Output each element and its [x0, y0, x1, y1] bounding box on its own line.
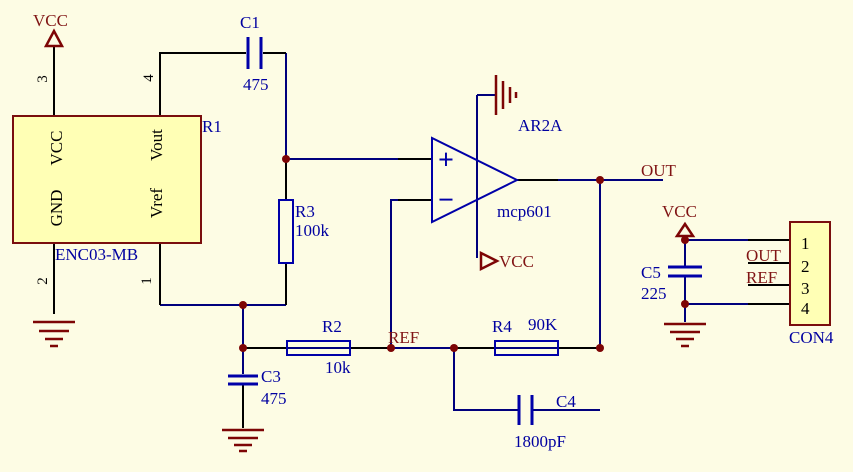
- c5-capacitor-icon: [668, 265, 702, 278]
- junction-dot: [450, 344, 458, 352]
- gnd-symbol-c3-icon: [222, 428, 264, 453]
- sensor-pin-name-vout: Vout: [147, 129, 166, 161]
- r3-resistor-icon: [278, 199, 294, 264]
- r4-value: 90K: [528, 315, 558, 334]
- junction-dot: [282, 155, 290, 163]
- connector-designator: CON4: [789, 328, 834, 347]
- junction-dot: [681, 300, 689, 308]
- vcc-arrow-sensor-icon: [43, 28, 65, 48]
- junction-dot: [596, 176, 604, 184]
- out-net-label: OUT: [641, 161, 677, 180]
- r3-value: 100k: [295, 221, 330, 240]
- sensor-pin-name-vcc: VCC: [47, 131, 66, 166]
- junction-dot: [239, 344, 247, 352]
- connector-pin-wires: [748, 239, 790, 305]
- gnd-symbol-opamp-icon: [494, 75, 518, 115]
- opamp-triangle: [431, 136, 520, 224]
- wire-vref-node: [160, 304, 286, 374]
- opamp-part-number: mcp601: [497, 202, 552, 221]
- ref-net-label: REF: [388, 328, 419, 347]
- c4-value: 1800pF: [514, 432, 566, 451]
- wire-c4-branch: [453, 348, 600, 411]
- sensor-pin-number-2: 2: [35, 277, 51, 285]
- r3-designator: R3: [295, 202, 315, 221]
- sensor-designator: R1: [202, 117, 222, 136]
- gnd-symbol-sensor-icon: [33, 320, 75, 348]
- junction-dot: [681, 236, 689, 244]
- sensor-body: [12, 115, 202, 244]
- connector-pin-number-1: 1: [801, 234, 810, 253]
- c3-designator: C3: [261, 367, 281, 386]
- sensor-pin-name-gnd: GND: [47, 190, 66, 227]
- c3-value: 475: [261, 389, 287, 408]
- connector-pin-number-3: 3: [801, 279, 810, 298]
- opamp-vcc-label: VCC: [499, 252, 534, 271]
- junction-dot: [387, 344, 395, 352]
- wire-connector-gnd: [684, 276, 748, 322]
- r2-value: 10k: [325, 358, 351, 377]
- junction-dot: [239, 301, 247, 309]
- connector-ref-net-label: REF: [746, 268, 777, 287]
- c4-designator: C4: [556, 392, 576, 411]
- connector-vcc-label: VCC: [662, 202, 697, 221]
- c5-designator: C5: [641, 263, 661, 282]
- sensor-pin-number-3: 3: [35, 75, 51, 83]
- sensor-vcc-label: VCC: [33, 11, 68, 30]
- opamp-plus-input-sign: +: [438, 145, 454, 176]
- wire-opamp-power: [476, 94, 496, 258]
- opamp-designator: AR2A: [518, 116, 563, 135]
- c1-capacitor-icon: [246, 37, 263, 69]
- c1-designator: C1: [240, 13, 260, 32]
- sensor-pin-number-1: 1: [139, 277, 155, 285]
- c5-value: 225: [641, 284, 667, 303]
- connector-pin-number-4: 4: [801, 299, 810, 318]
- sensor-pin-number-4: 4: [141, 74, 157, 82]
- sensor-pin-wires: [53, 46, 286, 314]
- connector-out-net-label: OUT: [746, 246, 782, 265]
- connector-body: [789, 221, 831, 326]
- r4-resistor-icon: [494, 340, 559, 356]
- opamp-pin-wires: [398, 158, 558, 201]
- sensor-pin-name-vref: Vref: [147, 188, 166, 218]
- wire-ref-line: [243, 199, 600, 349]
- vcc-arrow-opamp-icon: [479, 250, 500, 272]
- gnd-symbol-c5-icon: [664, 322, 706, 348]
- junction-dot: [596, 344, 604, 352]
- r2-resistor-icon: [286, 340, 351, 356]
- r2-designator: R2: [322, 317, 342, 336]
- c1-value: 475: [243, 75, 269, 94]
- connector-pin-number-2: 2: [801, 257, 810, 276]
- r4-designator: R4: [492, 317, 512, 336]
- opamp-minus-input-sign: −: [438, 185, 454, 216]
- c4-capacitor-icon: [517, 395, 534, 425]
- c3-capacitor-icon: [228, 374, 258, 386]
- sensor-part-number: ENC03-MB: [55, 245, 138, 264]
